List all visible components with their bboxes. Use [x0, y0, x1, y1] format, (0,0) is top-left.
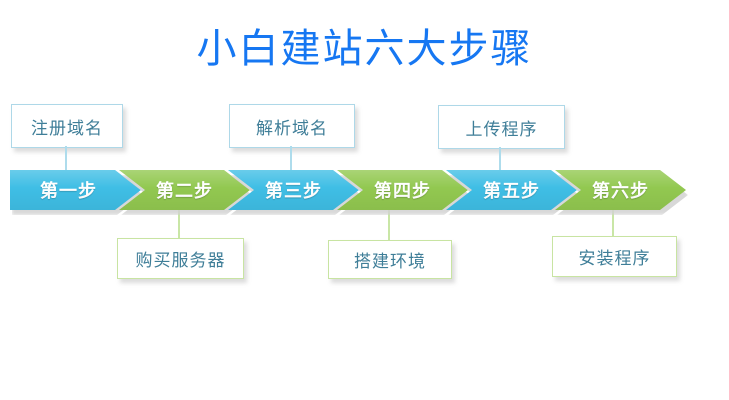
connector-line-step1 [65, 146, 67, 170]
step-arrow-3: 第三步 [228, 170, 359, 210]
step-label: 第六步 [592, 181, 649, 201]
task-box-label: 上传程序 [465, 119, 538, 139]
task-box-label: 搭建环境 [354, 252, 426, 271]
step-label: 第二步 [156, 181, 213, 201]
task-box-label: 注册域名 [31, 118, 103, 138]
task-box-install-program: 安装程序 [552, 236, 677, 277]
step-label: 第五步 [483, 181, 540, 201]
step-arrow-2: 第二步 [119, 170, 250, 210]
task-box-setup-environment: 搭建环境 [328, 240, 452, 279]
step-label: 第三步 [265, 181, 322, 201]
arrow-body: 第一步 [10, 170, 141, 210]
task-box-label: 解析域名 [256, 118, 328, 138]
task-box-resolve-domain: 解析域名 [229, 104, 355, 148]
connector-line-step5 [499, 147, 501, 170]
task-box-label: 购买服务器 [135, 251, 226, 270]
arrow-body: 第六步 [555, 170, 686, 210]
step-arrow-4: 第四步 [337, 170, 468, 210]
connector-line-step4 [388, 210, 390, 240]
task-box-label: 安装程序 [578, 249, 651, 268]
step-arrow-5: 第五步 [446, 170, 577, 210]
task-box-register-domain: 注册域名 [11, 104, 123, 148]
connector-line-step2 [178, 210, 180, 238]
page-title: 小白建站六大步骤 [196, 27, 533, 71]
step-label: 第一步 [40, 181, 97, 201]
connector-line-step6 [612, 210, 614, 236]
connector-line-step3 [290, 146, 292, 170]
step-label: 第四步 [374, 181, 431, 201]
step-arrow-6: 第六步 [555, 170, 686, 210]
arrow-body: 第五步 [446, 170, 577, 210]
task-box-upload-program: 上传程序 [438, 105, 565, 149]
step-arrow-1: 第一步 [10, 170, 141, 210]
task-box-buy-server: 购买服务器 [117, 238, 244, 279]
